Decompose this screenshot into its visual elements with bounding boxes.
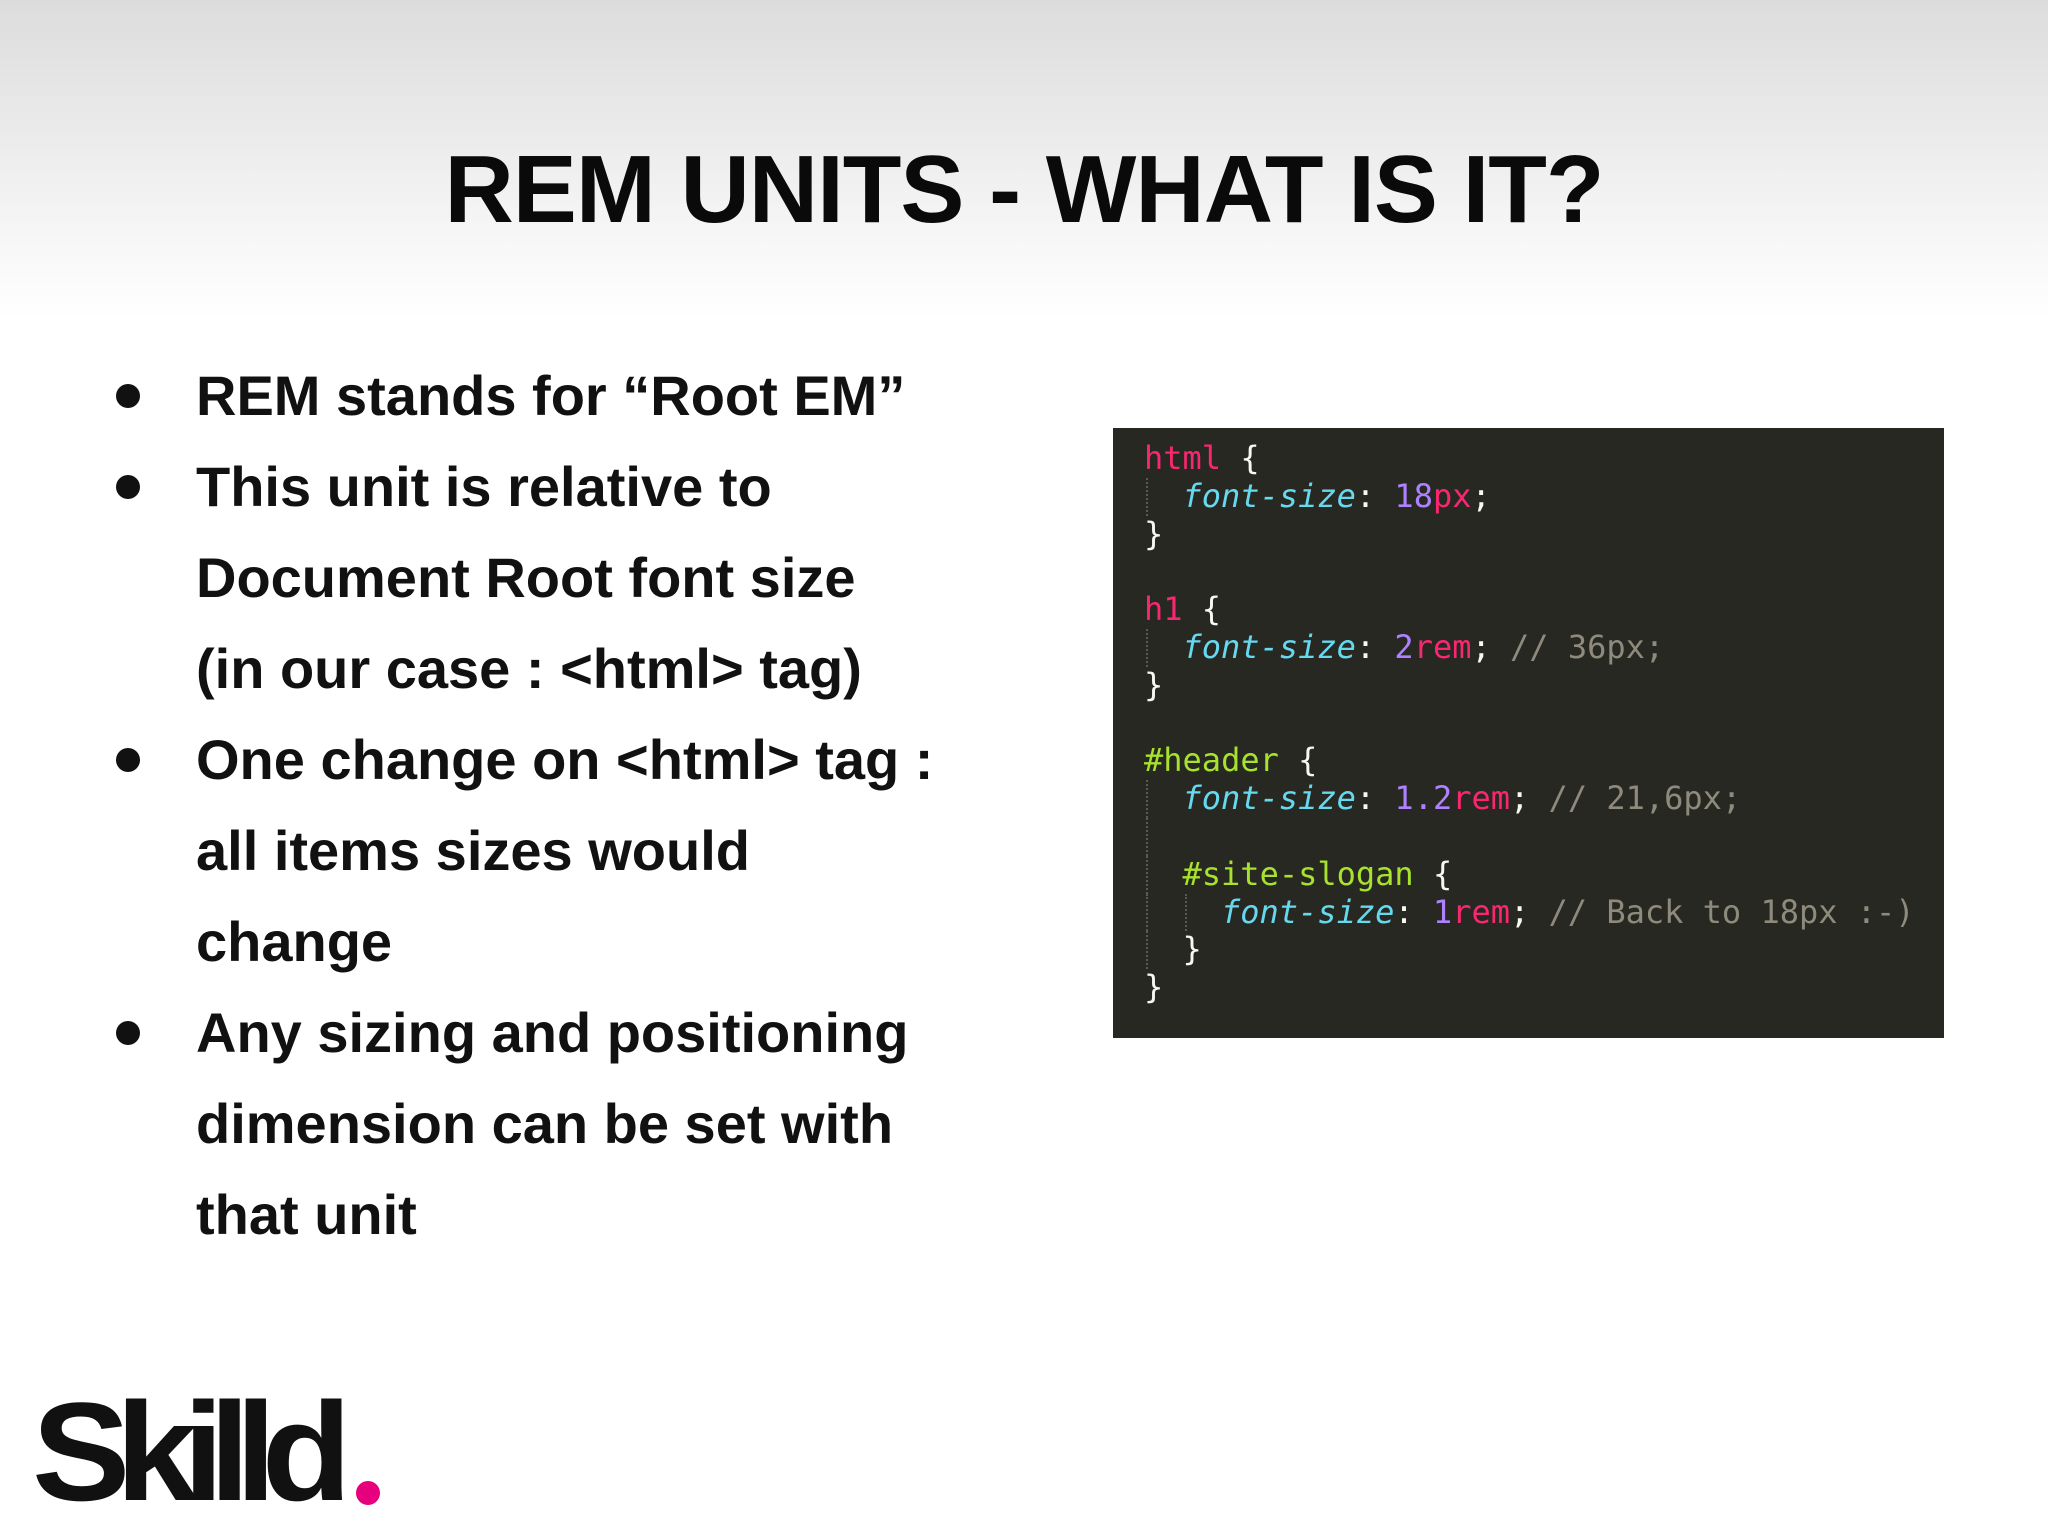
code-line-content: font-size: 1rem; // Back to 18px :-) [1144, 893, 1915, 931]
code-token: ; [1510, 779, 1549, 818]
code-line: font-size: 2rem; // 36px; [1144, 627, 1944, 667]
bullet-item: Any sizing and positioning dimension can … [110, 987, 1070, 1260]
indent-guide [1146, 817, 1148, 856]
code-line: } [1144, 515, 1944, 554]
code-line-content: } [1144, 515, 1163, 553]
code-line-content: #site-slogan { [1144, 854, 1453, 893]
code-token: // 21,6px; [1548, 779, 1742, 818]
code-token: // 36px; [1510, 627, 1665, 666]
bullet-text-line: that unit [196, 1183, 417, 1246]
code-token: rem [1452, 779, 1511, 818]
code-token: 1 [1432, 892, 1453, 931]
code-line: font-size: 18px; [1144, 477, 1944, 516]
code-token: : [1394, 892, 1433, 931]
code-token: h1 [1144, 590, 1183, 629]
title-banner [0, 0, 2048, 320]
code-token: } [1144, 514, 1164, 553]
code-line-content: html { [1144, 439, 1260, 477]
logo-wordmark: Skilld [32, 1380, 343, 1520]
code-token: 2 [1394, 627, 1414, 666]
code-line: #header { [1144, 741, 1944, 780]
bullet-text-line: Any sizing and positioning [196, 1001, 909, 1064]
bullet-item: REM stands for “Root EM” [110, 350, 1070, 441]
code-line: #site-slogan { [1144, 854, 1944, 894]
code-token: { [1221, 439, 1260, 477]
code-token: rem [1452, 892, 1510, 931]
code-token: font-size [1221, 892, 1395, 931]
code-token: 1.2 [1394, 779, 1453, 818]
code-line [1144, 553, 1944, 591]
code-token: { [1278, 741, 1318, 780]
logo-dot [356, 1481, 380, 1505]
code-line: } [1144, 666, 1944, 705]
code-line-content: font-size: 18px; [1144, 477, 1491, 515]
code-line: html { [1144, 439, 1944, 478]
bullet-list: REM stands for “Root EM” This unit is rel… [110, 350, 1070, 1260]
code-line: } [1144, 930, 1944, 970]
code-line-content: font-size: 1.2rem; // 21,6px; [1144, 779, 1742, 818]
code-line: font-size: 1rem; // Back to 18px :-) [1144, 893, 1944, 932]
code-token: font-size [1182, 476, 1356, 515]
indent-guide [1184, 893, 1187, 932]
code-token: html [1144, 439, 1222, 477]
code-line [1144, 705, 1944, 743]
code-token: rem [1413, 627, 1472, 666]
bullet-text-line: This unit is relative to [196, 455, 772, 518]
indent-guide [1146, 477, 1148, 516]
bullet-item: One change on <html> tag : all items size… [110, 714, 1070, 987]
indent-guide [1146, 855, 1148, 894]
code-token: #header [1144, 741, 1279, 780]
code-line [1144, 817, 1944, 856]
bullet-text-line: One change on <html> tag : [196, 728, 934, 791]
bullet-text-line: dimension can be set with [196, 1092, 894, 1155]
code-line: font-size: 1.2rem; // 21,6px; [1144, 779, 1944, 818]
indent-guide [1146, 893, 1148, 932]
bullet-text-line: (in our case : <html> tag) [196, 637, 862, 700]
bullet-dot-icon [116, 475, 140, 499]
bullet-text-line: Document Root font size [196, 546, 856, 609]
code-token: #site-slogan [1182, 854, 1414, 893]
bullet-item: This unit is relative to Document Root fo… [110, 441, 1070, 714]
indent-guide [1146, 780, 1148, 818]
code-token: ; [1509, 892, 1549, 931]
code-line-content: } [1144, 930, 1202, 968]
indent-guide [1146, 628, 1148, 667]
bullet-dot-icon [116, 1021, 140, 1045]
code-line-content: h1 { [1144, 590, 1221, 628]
code-token: ; [1471, 476, 1491, 515]
code-token: ; [1471, 627, 1511, 666]
code-token: } [1144, 665, 1164, 704]
code-token: px [1432, 476, 1472, 515]
skilld-logo: Skilld [32, 1380, 380, 1520]
slide-title: REM UNITS - WHAT IS IT? [444, 136, 1604, 243]
code-token: // Back to 18px :-) [1548, 892, 1915, 931]
code-token: font-size [1182, 627, 1356, 666]
bullet-dot-icon [116, 384, 140, 408]
bullet-text-line: all items sizes would [196, 819, 750, 882]
bullet-text-line: change [196, 910, 393, 973]
code-line-content: } [1144, 968, 1163, 1006]
code-token: 18 [1394, 476, 1433, 515]
code-line: h1 { [1144, 590, 1944, 629]
code-token: } [1144, 968, 1164, 1007]
code-line: } [1144, 968, 1944, 1007]
code-line-content: } [1144, 666, 1163, 704]
code-token: : [1355, 779, 1395, 818]
code-token: } [1182, 930, 1202, 969]
bullet-text-line: REM stands for “Root EM” [196, 364, 906, 427]
code-token: { [1413, 854, 1453, 893]
code-line-content: #header { [1144, 741, 1317, 779]
code-token: { [1182, 590, 1222, 629]
bullet-dot-icon [116, 748, 140, 772]
code-token: font-size [1182, 779, 1356, 818]
code-snippet: html {font-size: 18px;}h1 {font-size: 2r… [1113, 428, 1944, 1038]
indent-guide [1146, 931, 1148, 970]
code-token: : [1355, 476, 1395, 515]
code-line-content [1144, 817, 1183, 855]
code-token: : [1355, 627, 1395, 666]
code-line-content: font-size: 2rem; // 36px; [1144, 627, 1665, 666]
